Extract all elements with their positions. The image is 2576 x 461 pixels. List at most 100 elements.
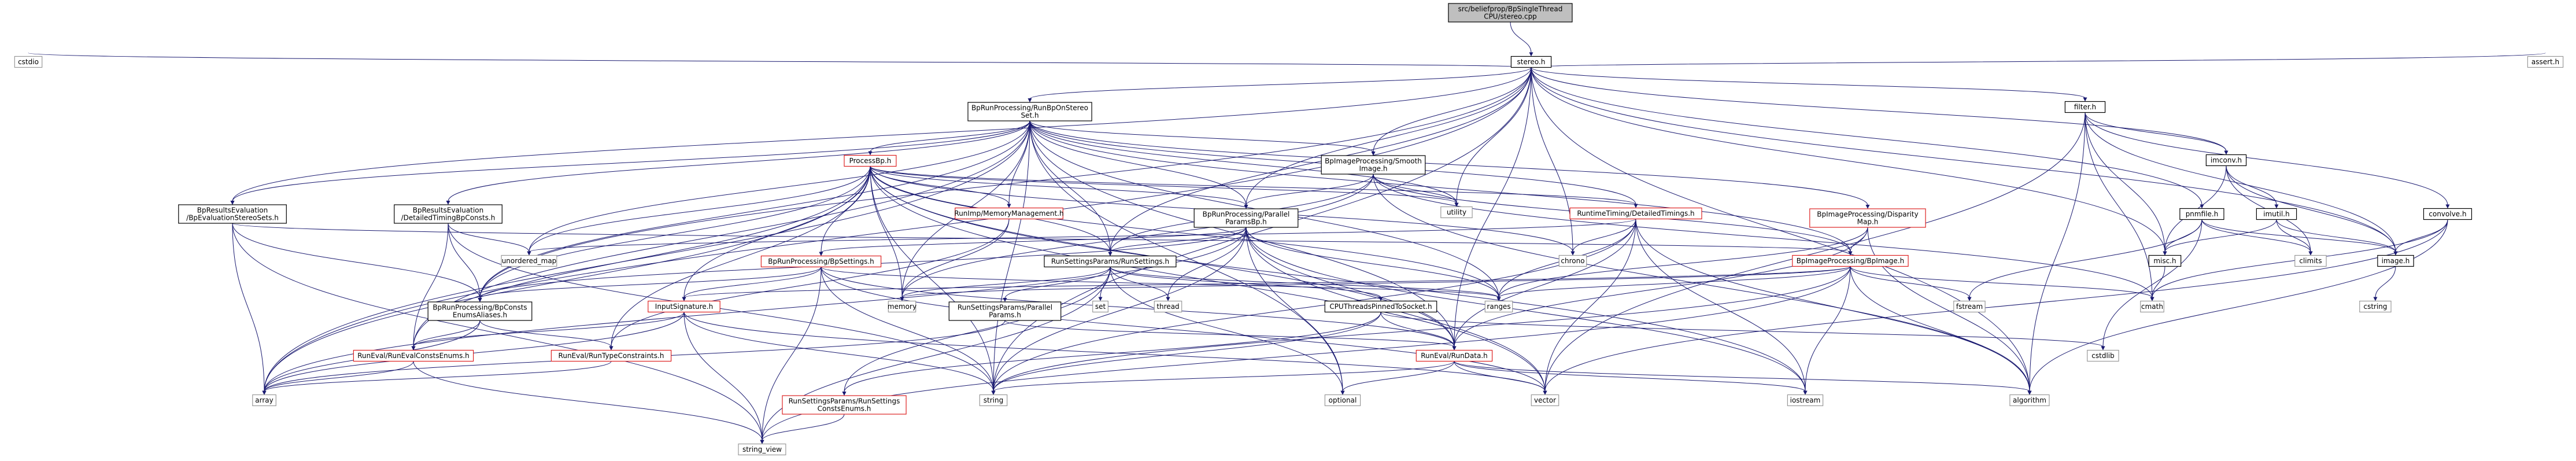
node-label: RuntimeTiming/DetailedTimings.h [1577,209,1694,217]
dependency-edge [1454,361,2032,395]
dependency-edge [821,267,1547,395]
graph-node-chrono: chrono [1558,255,1587,267]
node-label: BpResultsEvaluation [197,206,268,215]
dependency-edge [819,227,1247,256]
graph-node-image-h[interactable]: image.h [2377,255,2414,267]
graph-node-memory: memory [888,300,916,313]
node-label: memory [888,303,916,311]
node-label: thread [1156,303,1179,311]
dependency-edge [870,166,1501,301]
graph-node-processbp[interactable]: ProcessBp.h [844,154,897,167]
node-label: RunEval/RunEvalConstsEnums.h [357,352,470,360]
node-label: iostream [1790,396,1821,404]
node-label: EnumsAliases.h [453,311,507,319]
dependency-edge [760,414,845,444]
dependency-edge [1496,266,1851,301]
dependency-edge [478,267,822,302]
node-label: src/beliefprop/BpSingleThread [1458,5,1563,13]
dependency-edge [2085,112,2154,301]
graph-node-imutil[interactable]: imutil.h [2256,208,2297,220]
dependency-edge [446,120,1030,205]
dependency-edge [411,312,685,351]
graph-node-string-view: string_view [738,443,786,456]
graph-node-runimp-mem[interactable]: RunImp/MemoryManagement.h [954,207,1064,220]
graph-node-runeval-consts[interactable]: RunEval/RunEvalConstsEnums.h [353,349,474,362]
dependency-edge [683,312,996,395]
graph-node-cputhreads[interactable]: CPUThreadsPinnedToSocket.h [1324,300,1437,313]
dependency-edge [411,320,481,351]
graph-node-bpsettings[interactable]: BpRunProcessing/BpSettings.h [760,255,882,268]
dependency-edge [1110,267,1501,301]
node-label: cstring [2363,303,2387,311]
node-label: optional [1329,396,1357,404]
node-label: RunEval/RunTypeConstraints.h [559,352,664,360]
dependency-edge [1570,219,1636,256]
dependency-edge [1340,361,1455,395]
graph-node-pnmfile[interactable]: pnmfile.h [2179,208,2224,220]
dependency-edge [870,166,1248,209]
dependency-edge [1110,267,1170,301]
dependency-edge [479,320,613,351]
dependency-edge [1007,120,1030,208]
node-label: BpRunProcessing/BpSettings.h [768,257,874,265]
graph-node-runtiming[interactable]: RuntimeTiming/DetailedTimings.h [1569,207,1702,220]
dependency-edge [2101,219,2202,351]
dependency-edge [842,312,1381,396]
graph-node-inputsig[interactable]: InputSignature.h [648,300,720,313]
graph-node-rs-consts[interactable]: RunSettingsParams/RunSettingsConstsEnums… [782,395,907,415]
graph-node-convolve[interactable]: convolve.h [2423,208,2472,220]
dependency-edge [1531,67,2228,155]
graph-node-cmath: cmath [2140,300,2164,313]
graph-node-runeval-type[interactable]: RunEval/RunTypeConstraints.h [550,349,672,362]
node-label: RunImp/MemoryManagement.h [954,209,1063,217]
dependency-edge [1531,67,2087,102]
node-label: BpImageProcessing/BpImage.h [1797,257,1904,265]
graph-node-bpimage[interactable]: BpImageProcessing/BpImage.h [1792,255,1909,267]
dependency-edge [230,67,1532,205]
graph-node-bpreval-det[interactable]: BpResultsEvaluation/DetailedTimingBpCons… [394,204,502,224]
node-label: imutil.h [2263,210,2289,218]
dependency-edge [1373,174,1459,207]
node-label: unordered_map [502,257,557,265]
graph-node-root[interactable]: src/beliefprop/BpSingleThreadCPU/stereo.… [1448,3,1573,23]
dependency-edge [448,223,482,302]
dependency-edge [1028,67,1532,102]
graph-node-imconv[interactable]: imconv.h [2205,154,2247,167]
graph-node-assert-h: assert.h [2527,56,2564,68]
graph-node-misc-h[interactable]: misc.h [2148,255,2182,267]
graph-node-optional: optional [1324,394,1361,407]
node-label: BpRunProcessing/BpConsts [433,304,527,312]
node-label: cstdlib [2091,352,2114,360]
graph-node-bpreval-sets[interactable]: BpResultsEvaluation/BpEvaluationStereoSe… [178,204,287,224]
dependency-edge [1510,21,1533,57]
dependency-edge [1454,361,1547,395]
graph-node-runsettings[interactable]: RunSettingsParams/RunSettings.h [1044,255,1177,268]
graph-node-runeval-data[interactable]: RunEval/RunData.h [1415,349,1493,362]
node-label: BpRunProcessing/RunBpOnStereo [971,104,1088,112]
node-label: cmath [2141,303,2163,311]
graph-node-filter-h[interactable]: filter.h [2064,101,2106,113]
dependency-edge [1531,67,2204,209]
dependency-edge [900,267,1111,301]
dependency-edge [262,67,1532,395]
node-label: image.h [2382,257,2410,265]
dependency-edge [2085,112,2450,209]
node-label: assert.h [2531,58,2559,66]
graph-node-stereo-h[interactable]: stereo.h [1510,56,1552,68]
dependency-edge [232,223,267,395]
dependency-edge [1803,266,1851,395]
node-label: RunEval/RunData.h [1421,352,1488,360]
dependency-edge [1380,312,1457,351]
node-label: Set.h [1021,112,1038,120]
dependency-edge [1543,219,1636,395]
dependency-edge [230,120,1030,205]
graph-node-algorithm: algorithm [2009,394,2050,407]
node-label: utility [1447,208,1466,216]
graph-node-ranges: ranges [1484,300,1513,313]
